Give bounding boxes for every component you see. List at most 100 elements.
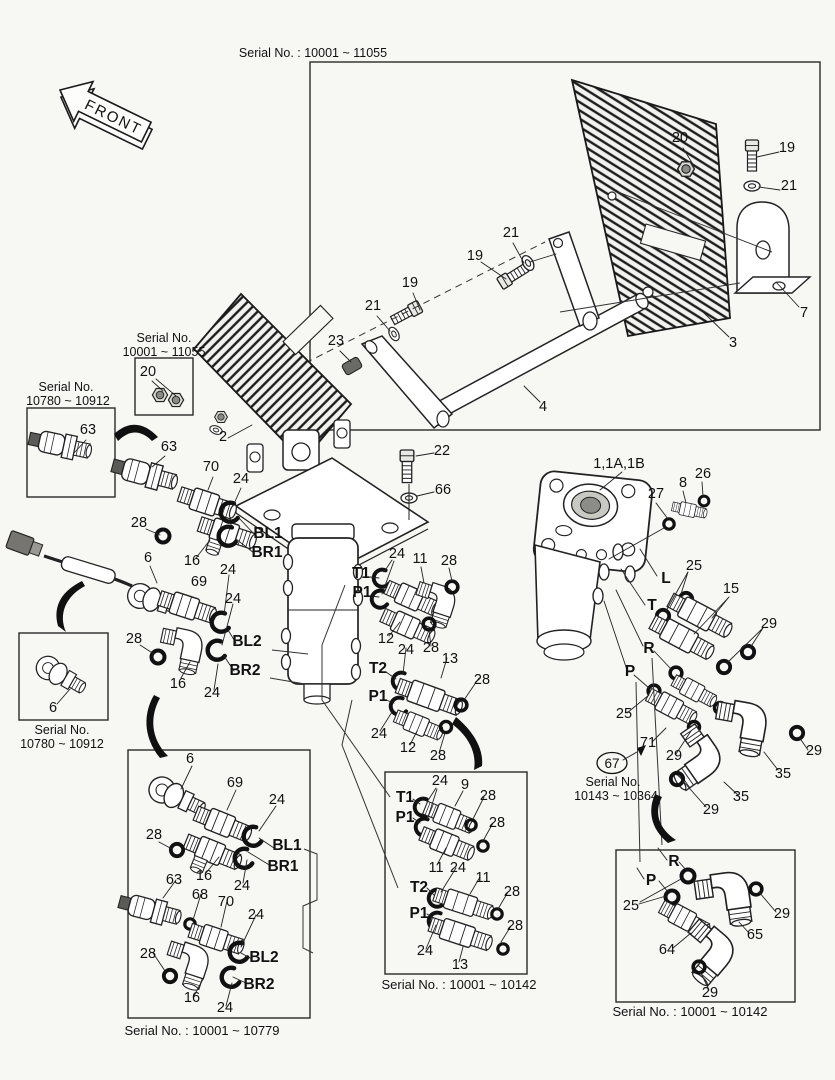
- pedal-plate-3: [570, 78, 731, 338]
- leader-lines-top: [56, 147, 800, 705]
- part-label: 24: [233, 471, 249, 487]
- hinge-hole: [249, 451, 261, 463]
- valve-stub-end: [303, 695, 331, 705]
- part-label: R: [643, 640, 654, 657]
- part-label: 35: [733, 789, 749, 805]
- part-label: 20: [672, 130, 688, 146]
- serial-box-bottom-right: [615, 849, 796, 1003]
- part-label: 65: [747, 927, 763, 943]
- part-label: 70: [203, 459, 219, 475]
- part-label: 28: [441, 553, 457, 569]
- bolt-hole: [595, 549, 608, 561]
- washer-21: [386, 324, 402, 344]
- o-ring-28: [154, 527, 172, 545]
- o-ring-28: [496, 942, 510, 956]
- part-label: 28: [507, 918, 523, 934]
- part-label: 63: [80, 422, 96, 438]
- part-label: 11: [475, 870, 490, 886]
- part-label: 63: [161, 439, 177, 455]
- part-label: 19: [402, 275, 418, 291]
- c-ring-24: [241, 825, 262, 848]
- part-label: 4: [539, 399, 547, 415]
- part-label: 11: [412, 551, 427, 567]
- serial-box-bottom-left: [127, 749, 311, 1019]
- pedal-band: [639, 223, 707, 261]
- serial-box-bottom-middle: [384, 771, 528, 975]
- swoosh-arrow: [146, 695, 168, 758]
- part-label: R: [668, 853, 679, 870]
- link-hole: [552, 237, 564, 249]
- part-label: 13: [452, 957, 468, 973]
- part-label: 26: [695, 466, 711, 482]
- part-label: 29: [702, 985, 718, 1001]
- serial-box-sensor63: [26, 407, 116, 498]
- part-label: T1: [396, 789, 414, 806]
- o-ring-28: [476, 839, 490, 853]
- part-label: T: [647, 597, 657, 614]
- elbow-fitting-35: [709, 696, 770, 759]
- bushing-23: [341, 356, 363, 376]
- pressure-switch-6: [31, 651, 91, 700]
- part-label: 24: [432, 773, 448, 789]
- part-label: T2: [369, 660, 387, 677]
- part-label: BR2: [229, 662, 260, 679]
- bracket-hole: [755, 240, 771, 260]
- o-ring-27: [662, 517, 676, 531]
- port-p: [592, 587, 604, 605]
- circled-label-outline: [596, 751, 628, 775]
- part-label: 28: [131, 515, 147, 531]
- steering-body: [534, 543, 601, 643]
- fitting-12: [391, 706, 447, 744]
- alignment-line: [559, 191, 773, 313]
- port-p1b: [350, 663, 362, 681]
- link-plate-left: [360, 335, 454, 430]
- pedal-band: [282, 304, 334, 356]
- serial-caption-sensor6: 10780 ~ 10912: [20, 737, 104, 751]
- part-label: 7: [800, 305, 808, 321]
- o-ring-28: [490, 907, 504, 921]
- part-label: 22: [434, 443, 450, 459]
- o-ring-28: [149, 648, 167, 666]
- part-label: 28: [423, 640, 439, 656]
- nut-20: [151, 387, 169, 403]
- part-label: 28: [140, 946, 156, 962]
- port-t: [598, 563, 610, 581]
- port-t1: [352, 563, 364, 581]
- port-p1: [352, 589, 364, 607]
- part-label: 23: [328, 333, 344, 349]
- left-fittings: [5, 426, 259, 700]
- link-plate-right: [548, 231, 600, 327]
- swoosh-arrow: [651, 794, 676, 843]
- leader-lines-bottom: [152, 765, 777, 1007]
- part-label: 24: [220, 562, 236, 578]
- o-ring-29: [788, 724, 806, 742]
- o-ring-29: [739, 643, 757, 661]
- front-arrow: FRONT: [58, 80, 154, 151]
- part-label: 28: [489, 815, 505, 831]
- part-label: 25: [623, 898, 639, 914]
- part-label: 68: [192, 887, 208, 903]
- part-label: BL2: [249, 949, 278, 966]
- fitting-8: [670, 499, 709, 521]
- pressure-sensor-63: [115, 889, 185, 931]
- bolt-hole: [549, 478, 564, 493]
- part-label: 69: [191, 574, 207, 590]
- part-label: 16: [170, 676, 186, 692]
- o-ring-29: [715, 658, 733, 676]
- part-label: 25: [686, 558, 702, 574]
- c-ring-24: [219, 966, 240, 989]
- link-boss: [582, 311, 598, 331]
- part-label: 24: [269, 792, 285, 808]
- part-label: 28: [504, 884, 520, 900]
- base-hole: [381, 522, 399, 534]
- serial-caption-nut20: 10001 ~ 11055: [123, 345, 206, 359]
- serial-caption-top: Serial No. : 10001 ~ 11055: [239, 46, 387, 60]
- cable-tube: [60, 556, 116, 584]
- part-label: 24: [248, 907, 264, 923]
- part-label: P: [625, 663, 635, 680]
- part-label: 16: [184, 990, 200, 1006]
- bolt-22: [399, 449, 415, 484]
- part-label: 69: [227, 775, 243, 791]
- pedal-upper-assembly: [251, 78, 812, 430]
- serial-caption-bottom-middle: Serial No. : 10001 ~ 10142: [381, 977, 536, 992]
